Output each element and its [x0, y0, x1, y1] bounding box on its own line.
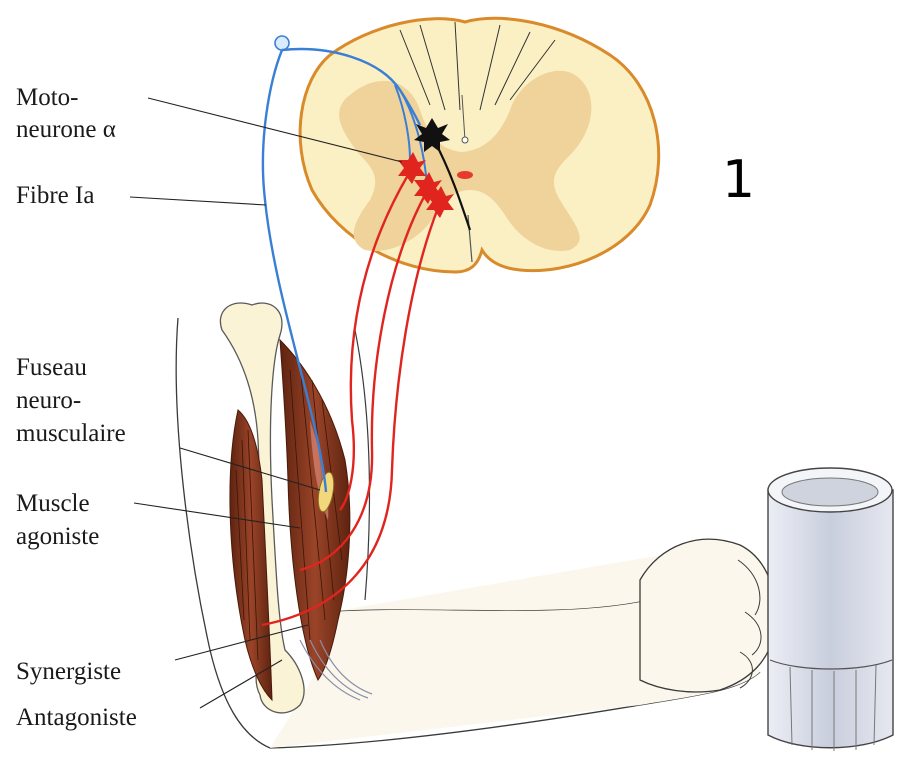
label-antagoniste: Antagoniste: [16, 702, 137, 733]
label-fuseau-line2: neuro-: [16, 385, 81, 416]
label-motoneurone-line1: Moto-: [16, 82, 79, 113]
label-fibre-ia: Fibre Ia: [16, 180, 94, 211]
mug: [768, 468, 893, 751]
label-muscle-line1: Muscle: [16, 488, 90, 519]
label-fuseau-line3: musculaire: [16, 418, 126, 449]
label-muscle-line2: agoniste: [16, 521, 99, 552]
figure-number: 1: [722, 150, 755, 210]
dorsal-root-ganglion: [275, 36, 289, 50]
label-synergiste: Synergiste: [16, 656, 121, 687]
spinal-cord: [300, 18, 659, 272]
label-fuseau-line1: Fuseau: [16, 352, 87, 383]
label-motoneurone-line2: neurone α: [16, 114, 116, 145]
hand: [640, 539, 776, 692]
central-canal: [457, 171, 473, 179]
